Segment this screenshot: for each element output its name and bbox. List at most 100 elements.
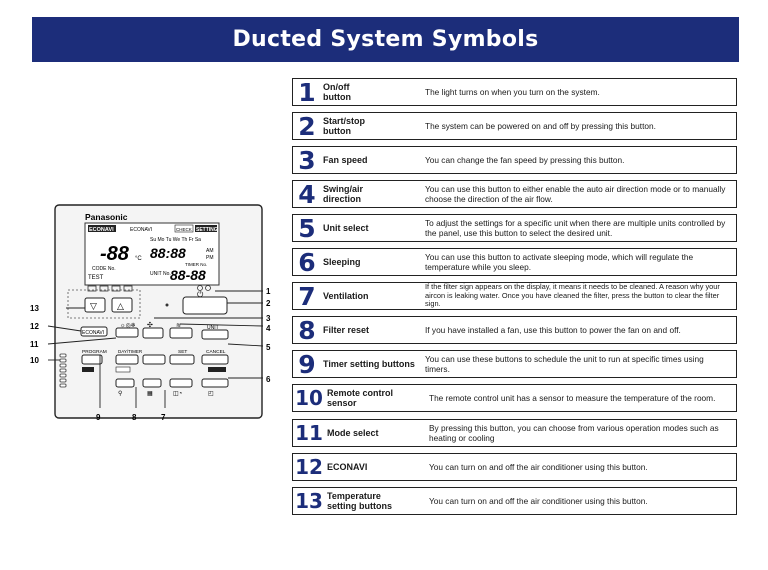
legend-description: You can use this button to either enable… bbox=[425, 183, 726, 204]
legend-description: The light turns on when you turn on the … bbox=[425, 86, 600, 97]
program-label: PROGRAM bbox=[82, 349, 107, 355]
ventilation-button[interactable] bbox=[142, 378, 162, 388]
display-days: Su Mo Tu We Th Fr Sa bbox=[150, 237, 201, 243]
display-econavi-small: ECONAVI bbox=[130, 227, 152, 233]
temp-down-button[interactable] bbox=[84, 297, 106, 313]
sleep-button[interactable] bbox=[169, 378, 193, 388]
timer-up-button[interactable] bbox=[142, 354, 166, 365]
display-timer-no: TIMER No. bbox=[185, 262, 207, 267]
legend-number: 3 bbox=[298, 145, 316, 175]
legend-name: Temperature setting buttons bbox=[327, 490, 392, 511]
display-temp-unit: °C bbox=[135, 256, 142, 262]
cancel-button[interactable] bbox=[201, 354, 229, 365]
display-check: CHECK bbox=[176, 227, 192, 232]
swing-button[interactable] bbox=[169, 327, 193, 339]
legend-description: You can turn on and off the air conditio… bbox=[429, 461, 648, 472]
callout-lines bbox=[47, 290, 264, 408]
legend-number: 7 bbox=[298, 281, 316, 311]
sleep-icon: ◫◔ bbox=[173, 391, 183, 397]
fan-speed-button[interactable] bbox=[142, 327, 164, 339]
legend-name: Ventilation bbox=[323, 290, 369, 301]
legend-row: 8 Filter reset If you have installed a fan… bbox=[292, 316, 737, 344]
legend-name: Swing/air direction bbox=[323, 183, 364, 204]
timer-lock-badge bbox=[208, 367, 226, 372]
econavi-button-label: ECONAVI bbox=[82, 330, 104, 336]
callout-numbers: 1 2 3 4 5 6 7 8 9 10 11 12 13 bbox=[30, 287, 271, 422]
set-label: SET bbox=[178, 349, 187, 355]
legend-number: 4 bbox=[298, 179, 316, 209]
legend-description: If you have installed a fan, use this bu… bbox=[425, 324, 681, 335]
legend-name: Timer setting buttons bbox=[323, 358, 415, 369]
remote-svg: Panasonic ECONAVI ECONAVI CHECK SETTING … bbox=[30, 204, 271, 422]
legend-name: Sleeping bbox=[323, 256, 361, 267]
filter-reset-button[interactable] bbox=[115, 378, 135, 388]
legend-number: 11 bbox=[295, 421, 323, 445]
cancel-label: CANCEL bbox=[206, 349, 226, 355]
legend-description: If the filter sign appears on the displa… bbox=[425, 281, 720, 309]
callout-12: 12 bbox=[30, 322, 39, 331]
days-label: DAY/TIMER bbox=[118, 349, 143, 354]
remote-sensor-grille bbox=[59, 353, 67, 388]
remote-controller-diagram: Panasonic ECONAVI ECONAVI CHECK SETTING … bbox=[30, 200, 280, 440]
check-badge bbox=[174, 224, 194, 233]
legend-name: Start/stop button bbox=[323, 115, 366, 136]
display-am: AM bbox=[206, 248, 214, 254]
display-temp: -88 bbox=[100, 243, 130, 265]
legend-number: 8 bbox=[298, 315, 316, 345]
display-setting: SETTING bbox=[196, 227, 218, 233]
display-econavi: ECONAVI bbox=[89, 227, 114, 233]
temp-button-group bbox=[67, 289, 141, 319]
remote-brand: Panasonic bbox=[85, 212, 128, 222]
filter-button[interactable] bbox=[201, 378, 229, 388]
onoff-button[interactable] bbox=[182, 296, 228, 315]
legend-name: Unit select bbox=[323, 222, 369, 233]
callout-5: 5 bbox=[266, 343, 271, 352]
legend-number: 2 bbox=[298, 111, 316, 141]
callout-6: 6 bbox=[266, 375, 271, 384]
filter-icon: ◰ bbox=[208, 391, 214, 397]
set-button[interactable] bbox=[169, 354, 195, 365]
filter-reset-icon: ⚲ bbox=[118, 390, 122, 397]
callout-8: 8 bbox=[132, 413, 137, 422]
mode-icons: ☼◎❄ bbox=[120, 322, 136, 329]
temp-down-icon: ▽ bbox=[90, 301, 97, 311]
legend-description: You can change the fan speed by pressing… bbox=[425, 154, 625, 165]
callout-3: 3 bbox=[266, 314, 271, 323]
legend-row: 4 Swing/air direction You can use this but… bbox=[292, 180, 737, 208]
display-pm: PM bbox=[206, 255, 214, 261]
callout-13: 13 bbox=[30, 304, 39, 313]
legend-description: You can turn on and off the air conditio… bbox=[429, 495, 648, 506]
display-unit-digits: 88-88 bbox=[170, 267, 206, 283]
econavi-badge bbox=[88, 225, 116, 232]
legend-number: 10 bbox=[295, 386, 323, 410]
swing-icon: ≋ bbox=[176, 323, 181, 329]
program-button[interactable] bbox=[81, 354, 103, 365]
unit-button[interactable] bbox=[201, 329, 229, 340]
legend-description: You can use this button to activate slee… bbox=[425, 251, 694, 272]
fan-icon: ✣ bbox=[147, 321, 153, 329]
unit-button-label: UNIT bbox=[207, 325, 219, 331]
remote-display bbox=[84, 222, 220, 286]
display-unit-no: UNIT No. bbox=[150, 271, 171, 277]
page-title-banner: Ducted System Symbols bbox=[32, 17, 739, 62]
display-test: TEST bbox=[88, 275, 104, 281]
timer-down-button[interactable] bbox=[115, 354, 139, 365]
callout-9: 9 bbox=[96, 413, 101, 422]
temp-up-button[interactable] bbox=[111, 297, 133, 313]
callout-7: 7 bbox=[161, 413, 166, 422]
timer-on-badge bbox=[82, 367, 94, 372]
legend-name: Filter reset bbox=[323, 324, 370, 335]
legend-name: Mode select bbox=[327, 427, 379, 438]
econavi-button[interactable] bbox=[80, 326, 108, 337]
legend-number: 9 bbox=[298, 349, 316, 379]
callout-1: 1 bbox=[266, 287, 271, 296]
mode-button[interactable] bbox=[115, 327, 139, 338]
power-icon: ⏻ bbox=[197, 290, 204, 299]
